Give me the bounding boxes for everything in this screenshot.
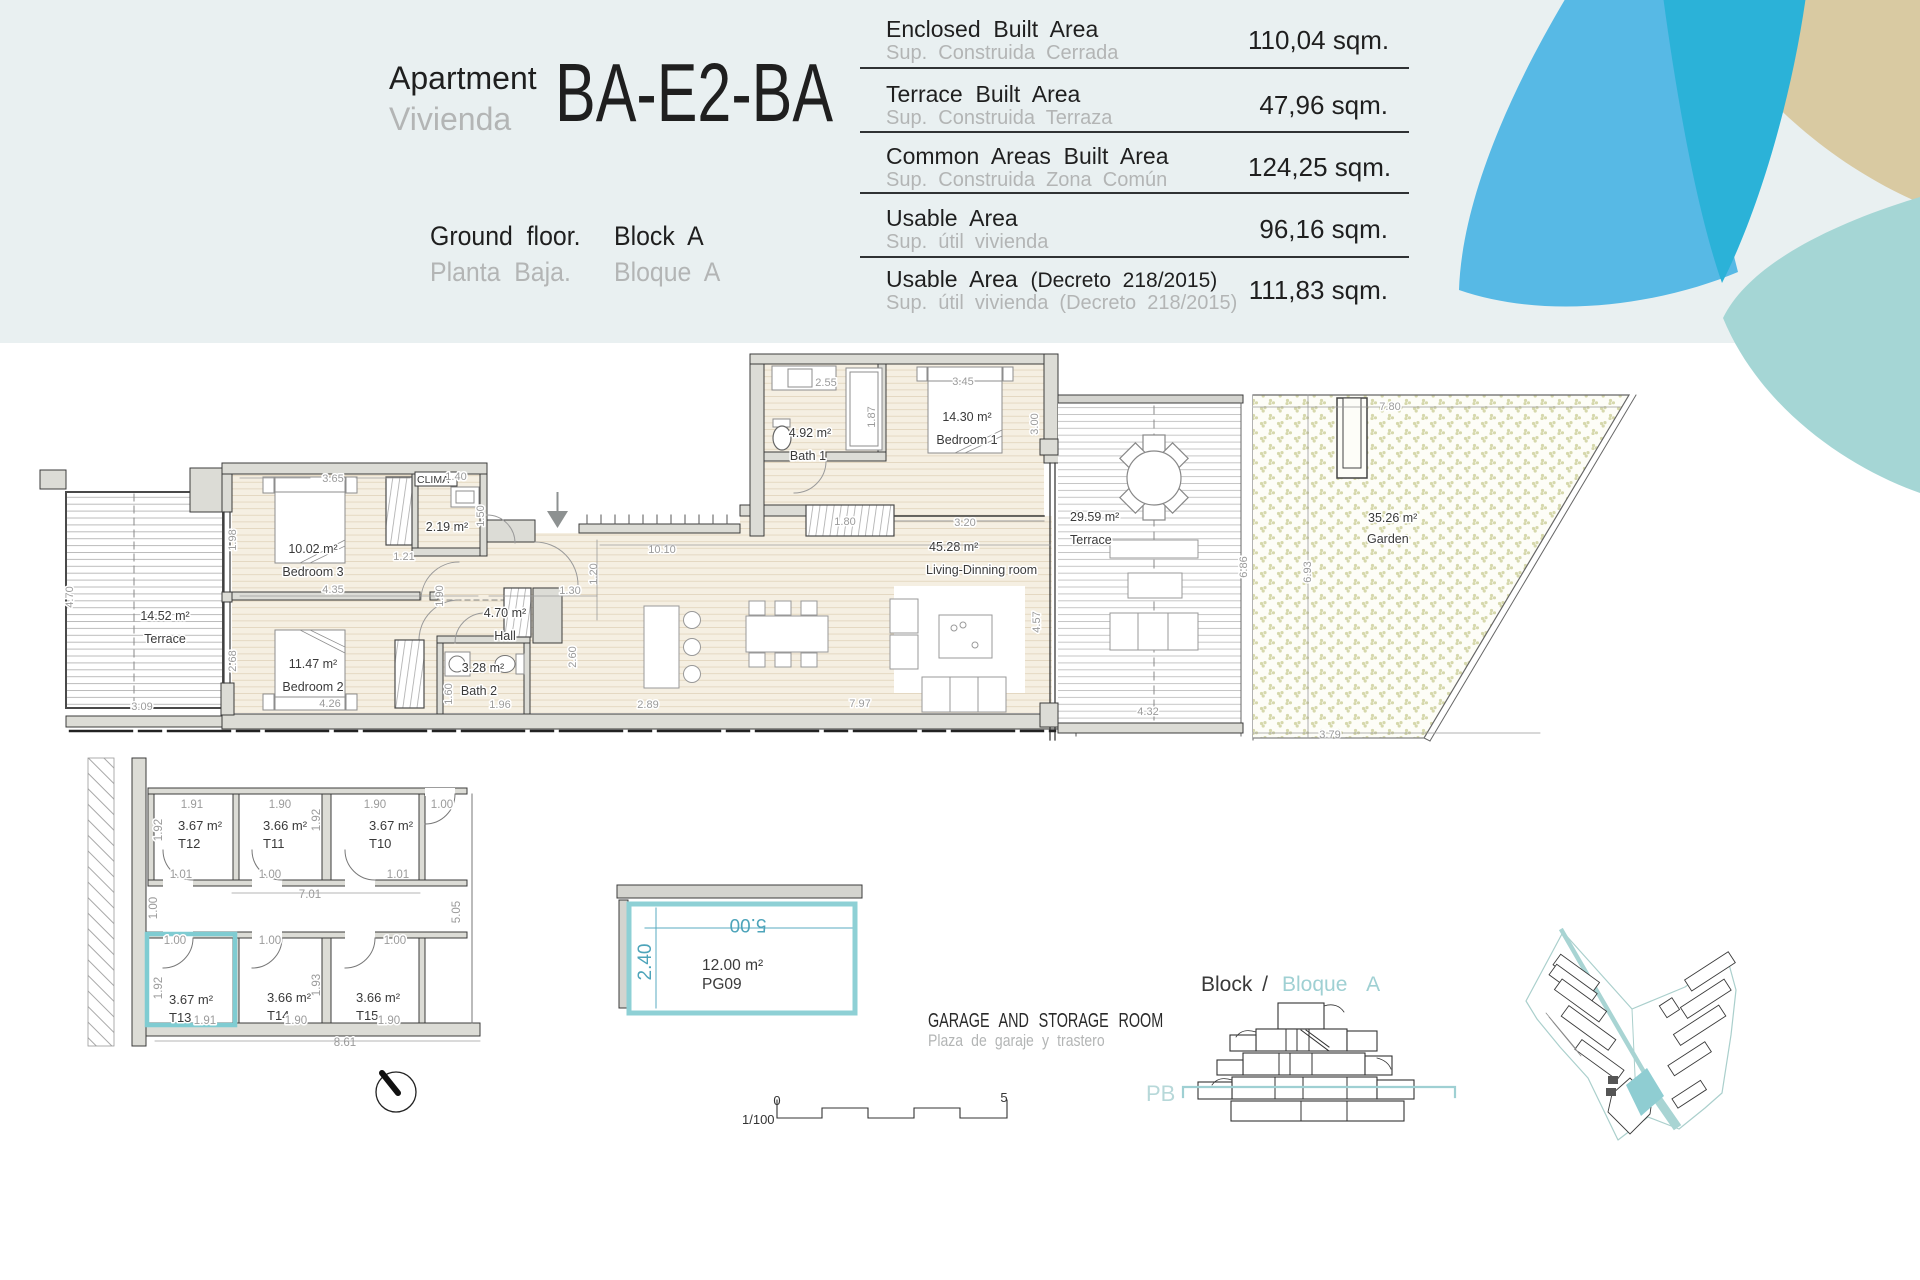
svg-text:Garden: Garden (1367, 532, 1409, 546)
svg-text:4.92 m²: 4.92 m² (789, 426, 831, 440)
svg-text:3.45: 3.45 (952, 376, 973, 388)
svg-text:Plaza de garaje y trastero: Plaza de garaje y trastero (928, 1032, 1105, 1050)
svg-text:12.00 m²: 12.00 m² (702, 957, 763, 974)
svg-text:Bedroom 2: Bedroom 2 (282, 680, 343, 694)
svg-text:1.91: 1.91 (181, 799, 203, 811)
svg-text:3.67 m²: 3.67 m² (178, 818, 223, 833)
svg-text:2.19 m²: 2.19 m² (426, 520, 468, 534)
svg-text:1.80: 1.80 (834, 516, 855, 528)
svg-text:1.90: 1.90 (378, 1015, 400, 1027)
svg-text:2.40: 2.40 (635, 944, 656, 981)
svg-text:3.67 m²: 3.67 m² (369, 818, 414, 833)
svg-text:Bloque A: Bloque A (1282, 973, 1380, 996)
svg-text:3.66 m²: 3.66 m² (356, 990, 401, 1005)
svg-text:3.28 m²: 3.28 m² (462, 661, 504, 675)
svg-text:1.01: 1.01 (170, 869, 192, 881)
svg-text:PG09: PG09 (702, 976, 742, 993)
svg-text:Block /: Block / (1201, 973, 1268, 996)
svg-text:10.02 m²: 10.02 m² (288, 542, 337, 556)
svg-text:14.52 m²: 14.52 m² (140, 609, 189, 623)
svg-text:3.79: 3.79 (1319, 729, 1340, 741)
svg-text:3.00: 3.00 (1029, 413, 1041, 434)
svg-text:2.55: 2.55 (815, 377, 836, 389)
svg-text:3.65: 3.65 (322, 473, 343, 485)
svg-text:2.89: 2.89 (637, 699, 658, 711)
svg-text:3.66 m²: 3.66 m² (263, 818, 308, 833)
svg-text:45.28 m²: 45.28 m² (929, 540, 978, 554)
svg-text:1.92: 1.92 (311, 809, 323, 831)
svg-text:CLIMA: CLIMA (417, 474, 449, 486)
svg-text:4.26: 4.26 (319, 698, 340, 710)
svg-text:7.80: 7.80 (1379, 401, 1400, 413)
svg-text:3.20: 3.20 (954, 517, 975, 529)
svg-text:1.92: 1.92 (153, 977, 165, 999)
svg-text:T13: T13 (169, 1010, 191, 1025)
svg-text:10.10: 10.10 (648, 544, 676, 556)
svg-text:1.01: 1.01 (387, 869, 409, 881)
svg-text:6.93: 6.93 (1302, 561, 1314, 582)
svg-text:1.50: 1.50 (475, 505, 487, 526)
svg-text:7.97: 7.97 (849, 698, 870, 710)
svg-text:1.98: 1.98 (227, 529, 239, 550)
svg-text:1.87: 1.87 (866, 406, 878, 427)
svg-text:1.91: 1.91 (194, 1015, 216, 1027)
svg-text:1.93: 1.93 (311, 974, 323, 996)
svg-text:Hall: Hall (494, 629, 516, 643)
svg-text:4.32: 4.32 (1137, 706, 1158, 718)
svg-text:14.30 m²: 14.30 m² (942, 410, 991, 424)
svg-text:5.00: 5.00 (730, 914, 767, 935)
svg-text:1.00: 1.00 (148, 897, 160, 919)
svg-text:1.40: 1.40 (445, 471, 466, 483)
svg-text:1.90: 1.90 (285, 1015, 307, 1027)
svg-text:7.01: 7.01 (299, 889, 321, 901)
svg-text:29.59 m²: 29.59 m² (1070, 510, 1119, 524)
svg-text:T11: T11 (263, 836, 284, 851)
svg-text:1.00: 1.00 (164, 935, 186, 947)
svg-text:Bath 1: Bath 1 (790, 449, 826, 463)
svg-text:1.21: 1.21 (393, 551, 414, 563)
svg-text:Bath 2: Bath 2 (461, 684, 497, 698)
svg-text:GARAGE AND STORAGE ROOM: GARAGE AND STORAGE ROOM (928, 1009, 1163, 1032)
svg-text:11.47 m²: 11.47 m² (289, 657, 337, 671)
svg-text:3.66 m²: 3.66 m² (267, 990, 312, 1005)
svg-text:1.20: 1.20 (588, 563, 600, 584)
svg-text:1.90: 1.90 (269, 799, 291, 811)
svg-text:3.09: 3.09 (131, 701, 152, 713)
svg-text:T15: T15 (356, 1008, 378, 1023)
svg-text:PB: PB (1146, 1081, 1175, 1106)
svg-text:4.70 m²: 4.70 m² (484, 606, 526, 620)
svg-text:Bedroom 1: Bedroom 1 (936, 433, 997, 447)
svg-text:T12: T12 (178, 836, 200, 851)
svg-text:1/100: 1/100 (742, 1112, 775, 1127)
svg-text:5.05: 5.05 (451, 901, 463, 923)
svg-text:4.70: 4.70 (64, 586, 76, 607)
svg-text:1.00: 1.00 (259, 935, 281, 947)
svg-text:Terrace: Terrace (144, 632, 186, 646)
svg-text:3.67 m²: 3.67 m² (169, 992, 214, 1007)
svg-text:Living-Dinning room: Living-Dinning room (926, 563, 1037, 577)
svg-text:1.00: 1.00 (384, 935, 406, 947)
svg-text:35.26 m²: 35.26 m² (1368, 511, 1417, 525)
svg-text:1.00: 1.00 (259, 869, 281, 881)
svg-text:Bedroom 3: Bedroom 3 (282, 565, 343, 579)
svg-text:1.96: 1.96 (489, 699, 510, 711)
svg-text:5: 5 (1000, 1090, 1007, 1105)
svg-text:1.00: 1.00 (431, 799, 453, 811)
svg-text:T10: T10 (369, 836, 391, 851)
svg-text:1.60: 1.60 (443, 683, 455, 704)
svg-text:2.60: 2.60 (567, 646, 579, 667)
svg-text:1.90: 1.90 (364, 799, 386, 811)
svg-text:2.68: 2.68 (227, 650, 239, 671)
svg-text:8.61: 8.61 (334, 1037, 356, 1049)
svg-text:6.86: 6.86 (1238, 556, 1250, 577)
svg-text:Terrace: Terrace (1070, 533, 1112, 547)
svg-text:1.92: 1.92 (153, 819, 165, 841)
svg-text:4.57: 4.57 (1031, 611, 1043, 632)
svg-text:4.35: 4.35 (322, 584, 343, 596)
svg-text:1.30: 1.30 (559, 585, 580, 597)
svg-text:T14: T14 (267, 1008, 289, 1023)
